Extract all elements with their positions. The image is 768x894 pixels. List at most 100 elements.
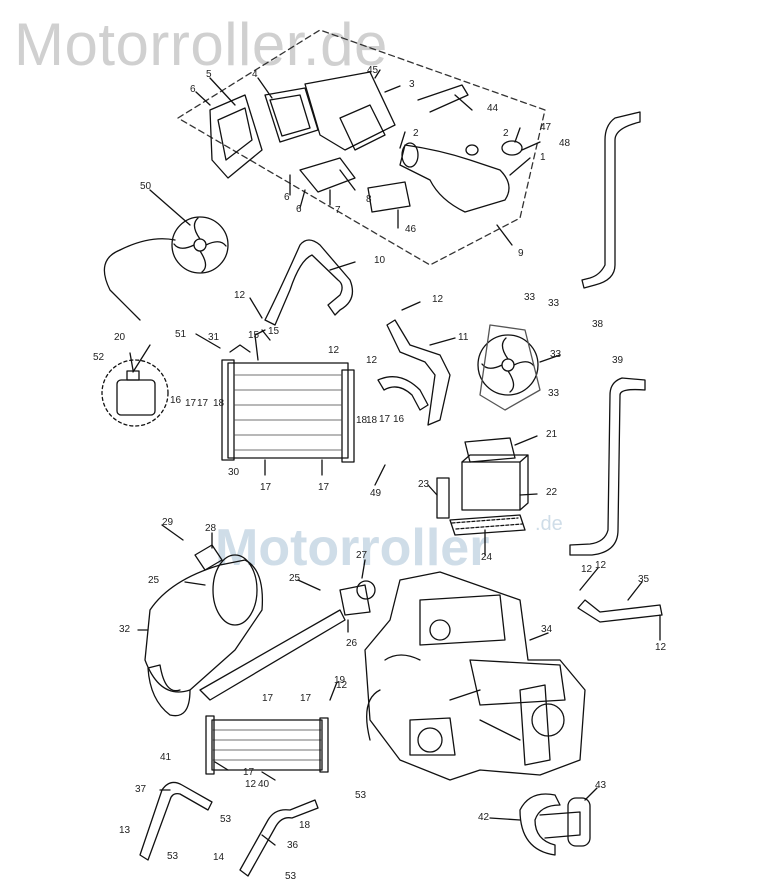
radiator-29 [221, 329, 355, 463]
part-label-2: 2 [503, 128, 509, 139]
part-label-39: 39 [612, 355, 624, 366]
part-label-6: 6 [296, 204, 302, 215]
part-label-37: 37 [135, 784, 147, 795]
oil-hose-37 [139, 781, 213, 861]
part-label-33: 33 [524, 292, 536, 303]
brand-title: Motorroller.de [14, 11, 388, 78]
part-label-4: 4 [252, 69, 258, 80]
part-label-35: 35 [638, 574, 650, 585]
part-label-48: 48 [559, 138, 571, 149]
air-filter-assembly [209, 71, 523, 213]
part-label-17: 17 [318, 482, 330, 493]
part-label-38: 38 [592, 319, 604, 330]
cooling-fan-50 [103, 216, 229, 321]
part-label-47: 47 [540, 122, 552, 133]
part-label-29: 29 [162, 517, 174, 528]
part-label-17: 17 [379, 414, 391, 425]
cooling-fan-32 [477, 324, 541, 411]
engine-34 [364, 571, 586, 781]
part-label-42: 42 [478, 812, 490, 823]
part-label-19: 19 [334, 675, 346, 686]
part-label-46: 46 [405, 224, 417, 235]
part-label-24: 24 [481, 552, 493, 563]
part-label-25: 25 [289, 573, 301, 584]
part-label-33: 33 [550, 349, 562, 360]
part-label-21: 21 [546, 429, 558, 440]
part-label-53: 53 [285, 871, 297, 882]
oil-cooler-40 [205, 715, 329, 775]
coolant-hose-10 [264, 239, 354, 326]
part-label-52: 52 [93, 352, 105, 363]
part-label-51: 51 [175, 329, 187, 340]
part-label-12: 12 [336, 680, 348, 691]
part-label-1: 1 [540, 152, 546, 163]
part-label-17: 17 [243, 767, 255, 778]
part-label-31: 31 [208, 332, 220, 343]
part-label-13: 13 [119, 825, 131, 836]
part-label-53: 53 [167, 851, 179, 862]
part-label-20: 20 [114, 332, 126, 343]
part-label-34: 34 [541, 624, 553, 635]
part-label-22: 22 [546, 487, 558, 498]
part-label-12: 12 [245, 779, 257, 790]
part-label-23: 23 [418, 479, 430, 490]
oil-hose-36 [239, 799, 319, 877]
part-label-18: 18 [299, 820, 311, 831]
part-label-12: 12 [595, 560, 607, 571]
part-label-12: 12 [655, 642, 667, 653]
part-label-15: 15 [248, 330, 260, 341]
part-label-17: 17 [197, 398, 209, 409]
watermark-suffix: .de [535, 513, 563, 535]
part-label-2: 2 [413, 128, 419, 139]
part-label-43: 43 [595, 780, 607, 791]
part-label-27: 27 [356, 550, 368, 561]
battery-21 [436, 437, 529, 536]
part-label-17: 17 [300, 693, 312, 704]
part-label-28: 28 [205, 523, 217, 534]
part-label-17: 17 [262, 693, 274, 704]
part-label-12: 12 [328, 345, 340, 356]
part-label-8: 8 [366, 194, 372, 205]
part-label-17: 17 [185, 398, 197, 409]
part-label-25: 25 [148, 575, 160, 586]
part-label-3: 3 [409, 79, 415, 90]
part-label-14: 14 [213, 852, 225, 863]
part-label-49: 49 [370, 488, 382, 499]
part-label-16: 16 [393, 414, 405, 425]
coolant-hose-38 [581, 111, 641, 289]
part-label-53: 53 [355, 790, 367, 801]
part-label-9: 9 [518, 248, 524, 259]
part-label-26: 26 [346, 638, 358, 649]
part-label-6: 6 [284, 192, 290, 203]
part-label-18: 18 [213, 398, 225, 409]
part-label-45: 45 [367, 65, 379, 76]
part-label-12: 12 [581, 564, 593, 575]
part-label-33: 33 [548, 388, 560, 399]
muffler-24 [144, 544, 376, 717]
part-label-50: 50 [140, 181, 152, 192]
part-label-5: 5 [206, 69, 212, 80]
part-label-11: 11 [458, 332, 469, 343]
coolant-hose-upper [377, 376, 429, 411]
intake-duct-42 [519, 793, 591, 856]
part-label-36: 36 [287, 840, 299, 851]
part-label-17: 17 [260, 482, 272, 493]
part-label-32: 32 [119, 624, 131, 635]
part-label-33: 33 [548, 298, 560, 309]
part-label-12: 12 [366, 355, 378, 366]
part-label-53: 53 [220, 814, 232, 825]
part-label-15: 15 [268, 326, 280, 337]
part-label-16: 16 [170, 395, 182, 406]
watermark-text: Motorroller [215, 519, 490, 577]
part-label-7: 7 [335, 205, 341, 216]
part-label-18: 18 [356, 415, 368, 426]
part-label-41: 41 [160, 752, 172, 763]
part-label-18: 18 [366, 415, 378, 426]
part-label-10: 10 [374, 255, 386, 266]
part-label-6: 6 [190, 84, 196, 95]
part-label-40: 40 [258, 779, 270, 790]
part-label-12: 12 [234, 290, 246, 301]
